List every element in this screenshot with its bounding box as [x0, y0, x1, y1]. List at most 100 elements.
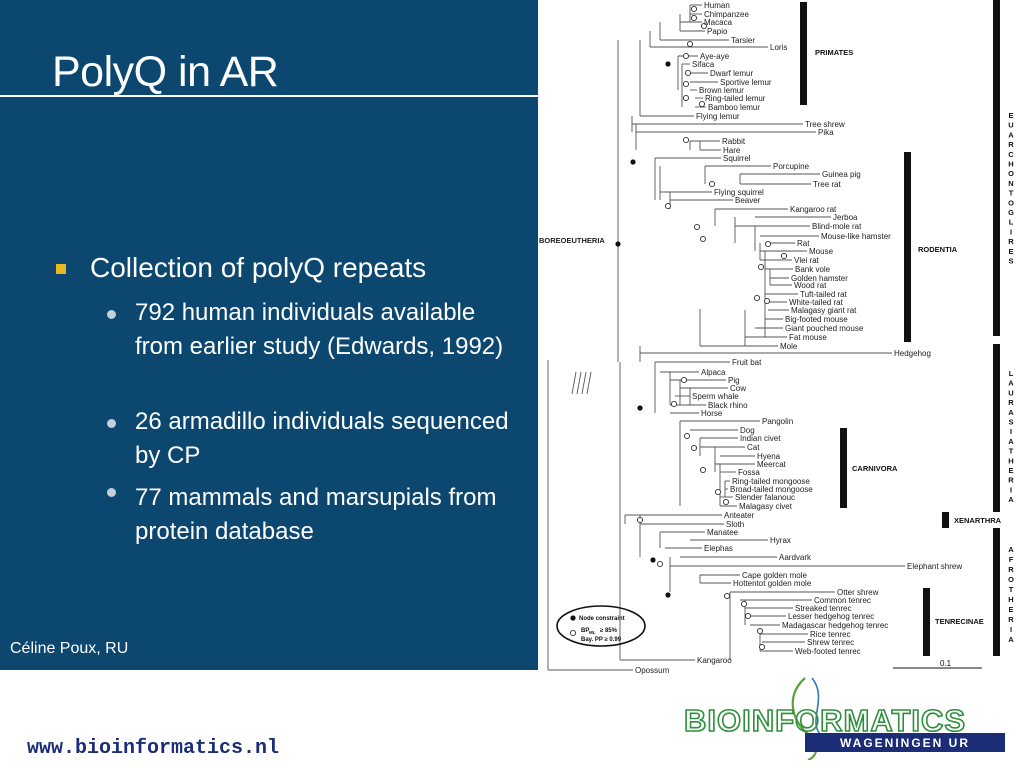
node-support-marker — [569, 629, 577, 637]
taxon-label: Lesser hedgehog tenrec — [788, 612, 874, 621]
taxon-label: Rice tenrec — [810, 630, 850, 639]
superorder-bar — [993, 344, 1000, 512]
taxon-label: Rat — [797, 239, 810, 248]
node-constraint-marker — [615, 241, 621, 247]
main-bullet: Collection of polyQ repeats — [90, 252, 427, 283]
node-support-marker — [690, 444, 698, 452]
taxon-label: Kangaroo rat — [790, 205, 837, 214]
node-constraint-marker — [630, 159, 636, 165]
node-support-marker — [763, 297, 771, 305]
taxon-label: Malagasy giant rat — [791, 306, 857, 315]
node-constraint-marker — [665, 592, 671, 598]
taxon-label: Mouse — [809, 247, 834, 256]
taxon-label: Dog — [740, 426, 755, 435]
bullet-square-icon — [56, 264, 66, 274]
node-support-marker — [758, 643, 766, 651]
taxon-label: Elephant shrew — [907, 562, 962, 571]
node-support-marker — [757, 263, 765, 271]
taxon-label: Loris — [770, 43, 787, 52]
clade-bar — [800, 2, 807, 105]
legend-bp: BP — [581, 628, 589, 634]
taxon-label: Dwarf lemur — [710, 69, 753, 78]
taxon-label: Malagasy civet — [739, 502, 793, 511]
legend-bp-value: ≥ 85% — [600, 628, 618, 634]
taxon-label: Horse — [701, 409, 723, 418]
taxon-label: Human — [704, 1, 730, 10]
node-support-marker — [699, 235, 707, 243]
taxon-label: Chimpanzee — [704, 10, 749, 19]
taxon-label: Giant pouched mouse — [785, 324, 864, 333]
taxon-label: Fruit bat — [732, 358, 762, 367]
taxon-label: Fat mouse — [789, 333, 827, 342]
logo-subtitle: WAGENINGEN UR — [840, 736, 970, 750]
clade-bar — [942, 512, 949, 528]
taxon-label: Tree shrew — [805, 120, 845, 129]
node-support-marker — [753, 294, 761, 302]
scale-label: 0.1 — [940, 659, 952, 668]
superorder-bar — [993, 528, 1000, 656]
clade-label: CARNIVORA — [852, 464, 898, 473]
taxon-label: Brown lemur — [699, 86, 744, 95]
node-support-marker — [780, 252, 788, 260]
branch-break-mark — [571, 371, 577, 395]
node-support-marker — [690, 14, 698, 22]
taxon-label: Macaca — [704, 18, 733, 27]
taxon-label: Sperm whale — [692, 392, 739, 401]
taxon-label: Ring-tailed mongoose — [732, 477, 810, 486]
taxon-label: Cat — [747, 443, 760, 452]
node-support-marker — [700, 22, 708, 30]
taxon-label: Golden hamster — [791, 274, 848, 283]
node-constraint-marker — [570, 615, 576, 621]
taxon-label: Common tenrec — [814, 596, 871, 605]
node-support-marker — [682, 80, 690, 88]
taxon-label: Sifaca — [692, 60, 715, 69]
taxon-label: Sloth — [726, 520, 744, 529]
taxon-label: Jerboa — [833, 213, 858, 222]
legend-bp-sub: ML — [589, 630, 596, 635]
node-support-marker — [756, 627, 764, 635]
taxon-label: Broad-tailed mongoose — [730, 485, 813, 494]
taxon-label: Cow — [730, 384, 746, 393]
node-support-marker — [670, 400, 678, 408]
node-support-marker — [636, 516, 644, 524]
taxon-label: Rabbit — [722, 137, 746, 146]
taxon-label: Pika — [818, 128, 834, 137]
bullet-dot-icon — [107, 419, 116, 428]
branch-break-mark — [581, 371, 587, 395]
clade-label: PRIMATES — [815, 48, 853, 57]
logo-arc — [811, 677, 821, 735]
taxon-label: Indian civet — [740, 434, 781, 443]
slide-panel: PolyQ in AR Collection of polyQ repeats … — [0, 0, 538, 670]
bullet-dot-icon — [107, 310, 116, 319]
taxon-label: Guinea pig — [822, 170, 861, 179]
bioinformatics-logo: BIOINFORMATICS WAGENINGEN UR — [683, 677, 1005, 760]
taxon-label: Manatee — [707, 528, 739, 537]
taxon-label: Kangaroo — [697, 656, 732, 665]
website-url[interactable]: www.bioinformatics.nl — [27, 737, 280, 760]
taxon-label: Mole — [780, 342, 798, 351]
slide-title: PolyQ in AR — [52, 48, 279, 96]
node-constraint-marker — [637, 405, 643, 411]
sub-bullet-3: 77 mammals and marsupials from protein d… — [135, 484, 497, 545]
node-support-marker — [708, 180, 716, 188]
logo-subtitle-bar — [805, 733, 1005, 752]
taxon-label: Alpaca — [701, 368, 726, 377]
taxon-label: White-tailed rat — [789, 298, 844, 307]
taxon-label: Anteater — [724, 511, 755, 520]
taxon-label: Squirrel — [723, 154, 751, 163]
node-support-marker — [740, 600, 748, 608]
taxon-label: Slender falanouc — [735, 493, 795, 502]
taxon-label: Ring-tailed lemur — [705, 94, 766, 103]
clade-label: XENARTHRA — [954, 516, 1002, 525]
taxon-label: Pangolin — [762, 417, 793, 426]
taxon-label: Flying squirrel — [714, 188, 764, 197]
taxon-label: Mouse-like hamster — [821, 232, 891, 241]
node-support-marker — [699, 466, 707, 474]
taxon-label: Bamboo lemur — [708, 103, 760, 112]
node-support-marker — [698, 100, 706, 108]
sub-bullet-2: 26 armadillo individuals sequenced by CP — [135, 408, 509, 469]
taxon-label: Papio — [707, 27, 728, 36]
title-underline — [0, 95, 538, 97]
node-support-marker — [682, 52, 690, 60]
